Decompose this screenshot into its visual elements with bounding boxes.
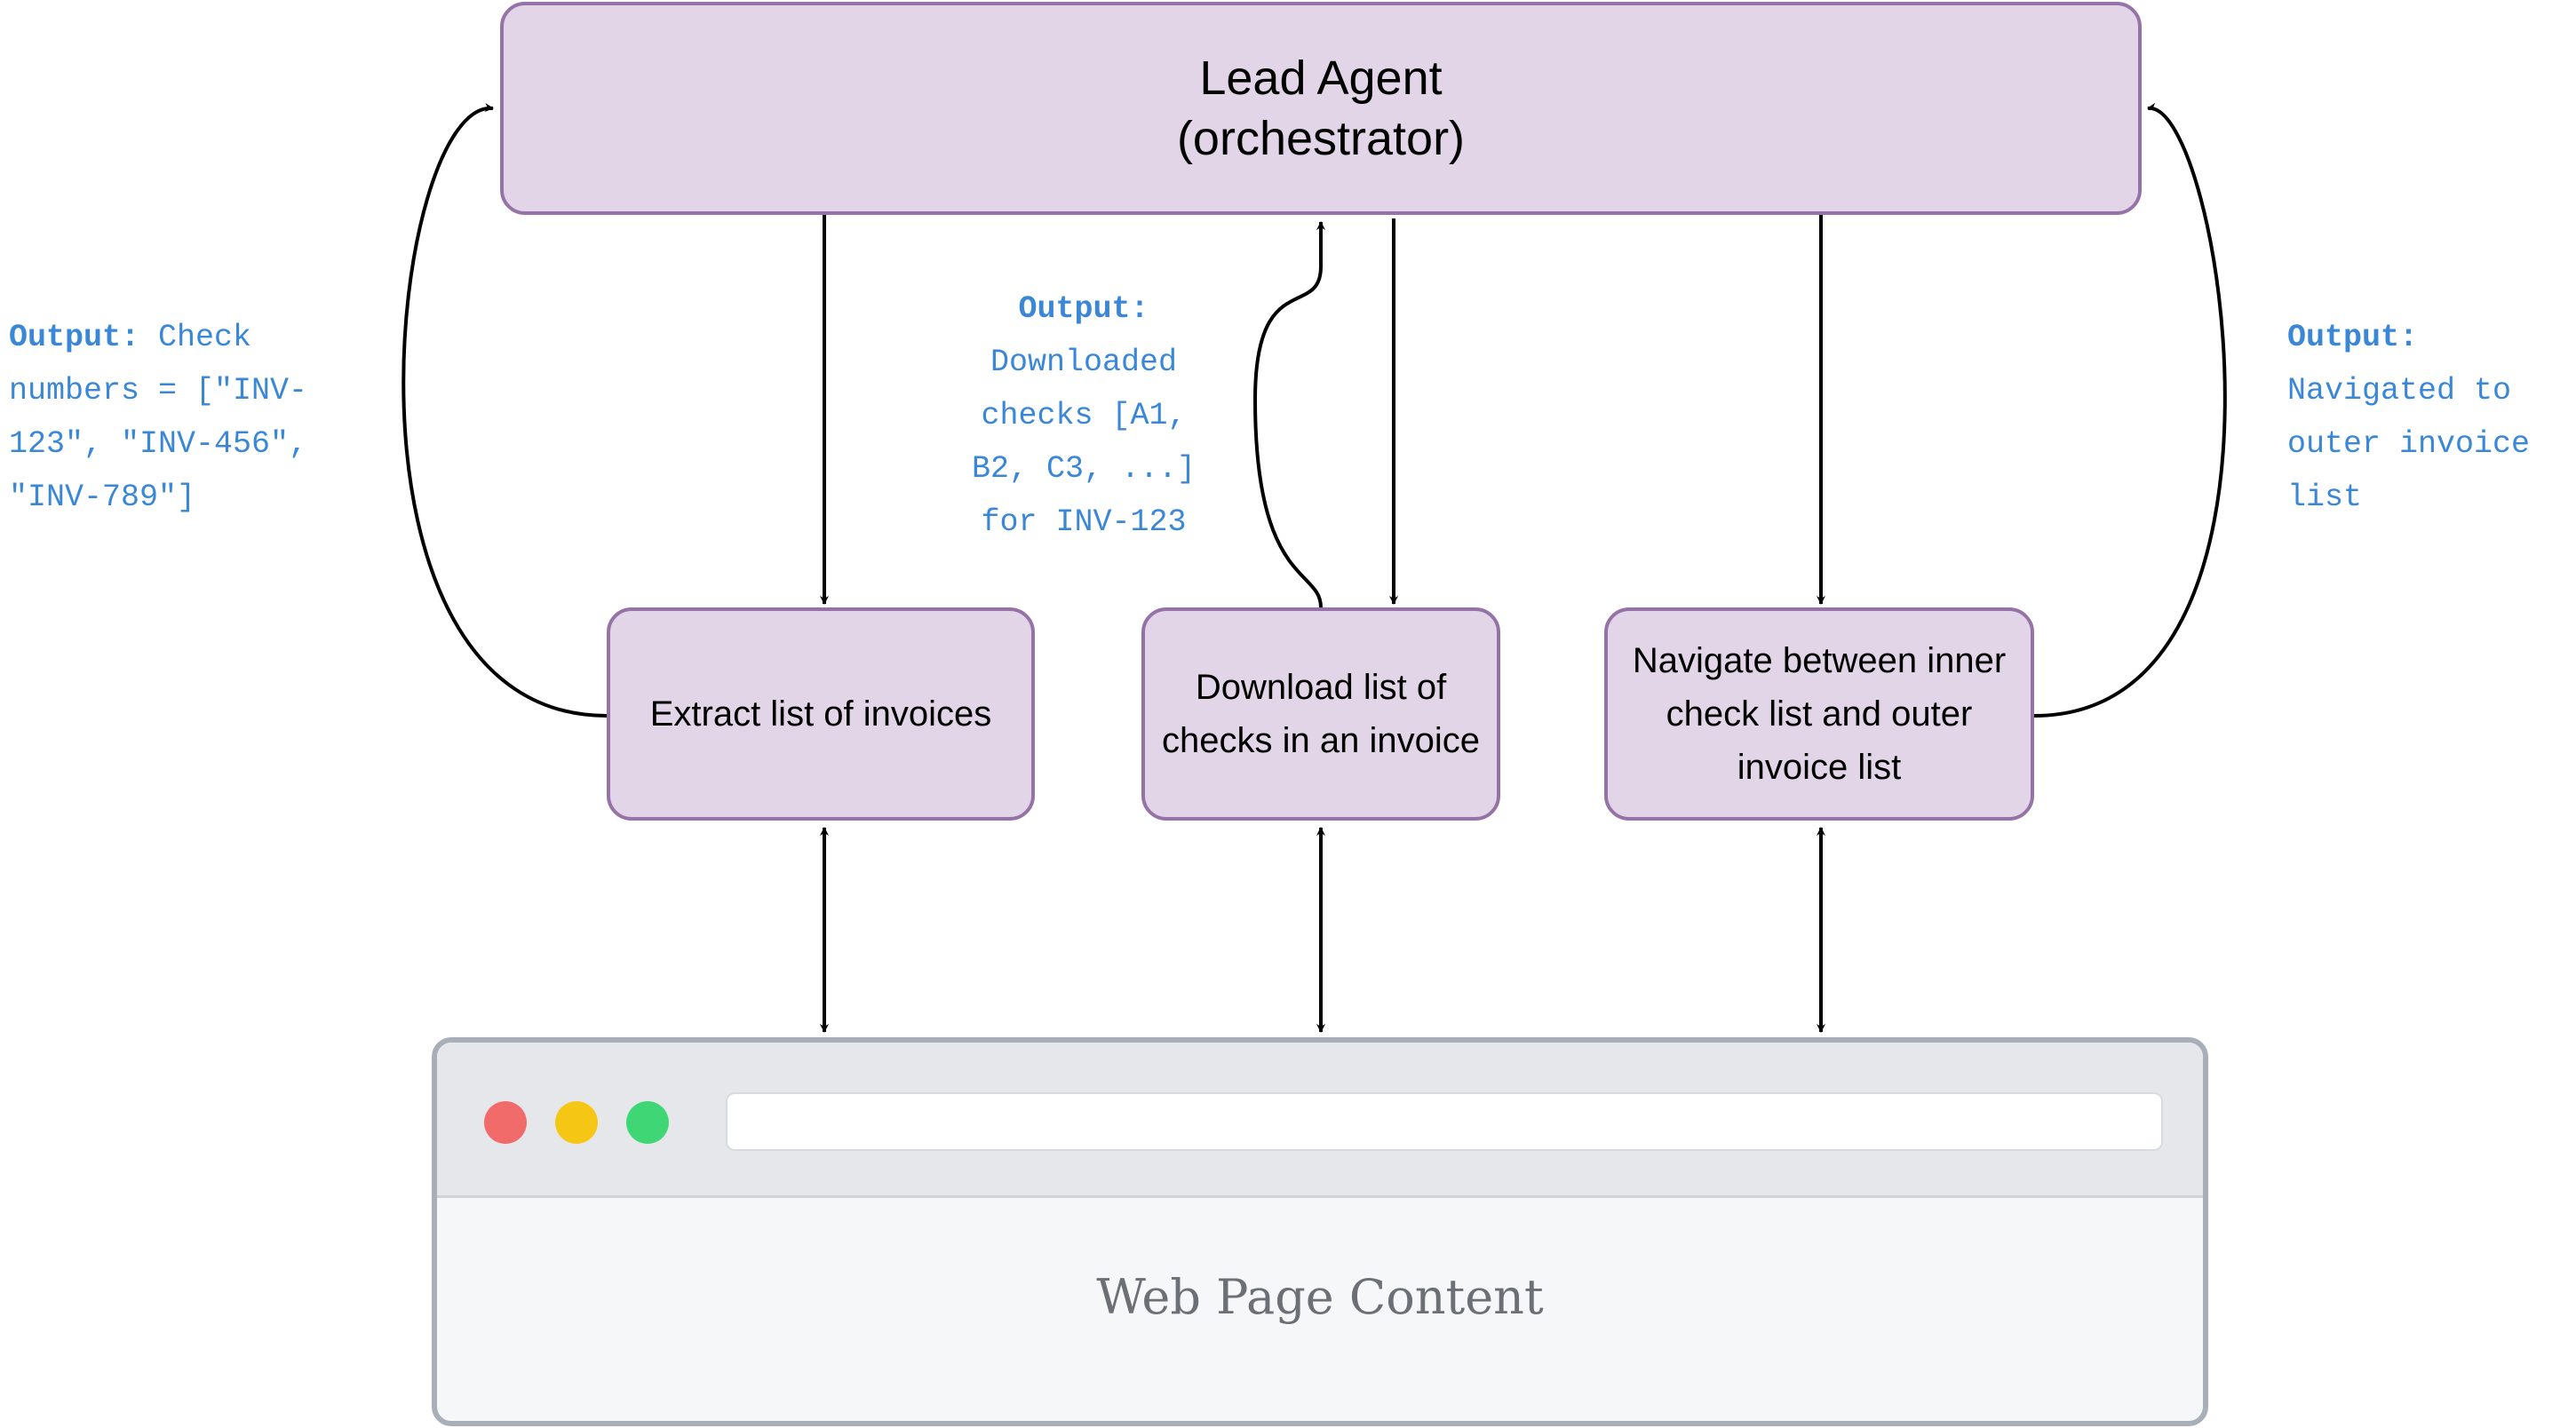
browser-window: Web Page Content xyxy=(432,1037,2208,1426)
navigate-output-heading: Output: xyxy=(2287,320,2419,355)
extract-invoices-label: Extract list of invoices xyxy=(649,694,992,734)
extract-output-text: Check numbers = ["INV- 123", "INV-456", … xyxy=(9,320,308,515)
web-page-content-label: Web Page Content xyxy=(1096,1269,1544,1325)
extract-invoices-agent-node: Extract list of invoices xyxy=(607,607,1035,821)
navigate-lists-label: Navigate between inner check list and ou… xyxy=(1632,641,2007,787)
download-output-note: Output: Downloaded checks [A1, B2, C3, .… xyxy=(915,282,1252,549)
navigate-output-text: Navigated to outer invoice list xyxy=(2287,373,2531,515)
edge-extract-output xyxy=(402,103,608,718)
browser-title-bar xyxy=(437,1043,2203,1198)
extract-output-note: Output: Check numbers = ["INV- 123", "IN… xyxy=(9,311,307,524)
address-bar xyxy=(726,1092,2163,1151)
download-checks-label: Download list of checks in an invoice xyxy=(1162,668,1480,760)
navigate-output-note: Output: Navigated to outer invoice list xyxy=(2287,311,2530,524)
download-checks-agent-node: Download list of checks in an invoice xyxy=(1141,607,1500,821)
edge-navigate-output xyxy=(2033,102,2227,718)
edge-download-output xyxy=(1252,221,1325,608)
maximize-window-dot xyxy=(626,1101,669,1144)
navigate-lists-agent-node: Navigate between inner check list and ou… xyxy=(1604,607,2034,821)
minimize-window-dot xyxy=(555,1101,598,1144)
close-window-dot xyxy=(484,1101,527,1144)
download-output-text: Downloaded checks [A1, B2, C3, ...] for … xyxy=(971,345,1197,540)
extract-output-heading: Output: xyxy=(9,320,140,355)
lead-agent-node: Lead Agent (orchestrator) xyxy=(500,2,2142,215)
download-output-heading: Output: xyxy=(1018,291,1149,327)
lead-agent-label: Lead Agent (orchestrator) xyxy=(1176,52,1466,165)
